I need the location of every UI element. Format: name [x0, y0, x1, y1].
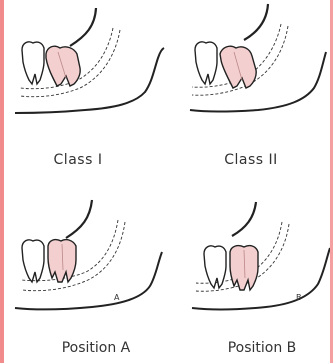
marker-b: B — [296, 293, 302, 302]
second-molar-icon — [22, 240, 44, 282]
ramus-line — [244, 4, 268, 40]
label-position-b: Position B — [202, 340, 322, 356]
ramus-line — [70, 8, 96, 46]
panel-class-1 — [15, 8, 164, 113]
second-molar-icon — [204, 246, 226, 288]
ramus-line — [232, 202, 256, 236]
second-molar-icon — [22, 42, 44, 84]
marker-a: A — [114, 293, 119, 302]
panel-position-a — [15, 200, 162, 309]
ramus-line — [66, 200, 92, 238]
panel-position-b — [192, 202, 330, 309]
label-position-a: Position A — [36, 340, 156, 356]
second-molar-icon — [195, 42, 217, 84]
label-class-1: Class I — [38, 152, 118, 168]
third-molar-icon — [46, 46, 80, 86]
label-class-2: Class II — [206, 152, 296, 168]
panel-class-2 — [190, 4, 326, 112]
